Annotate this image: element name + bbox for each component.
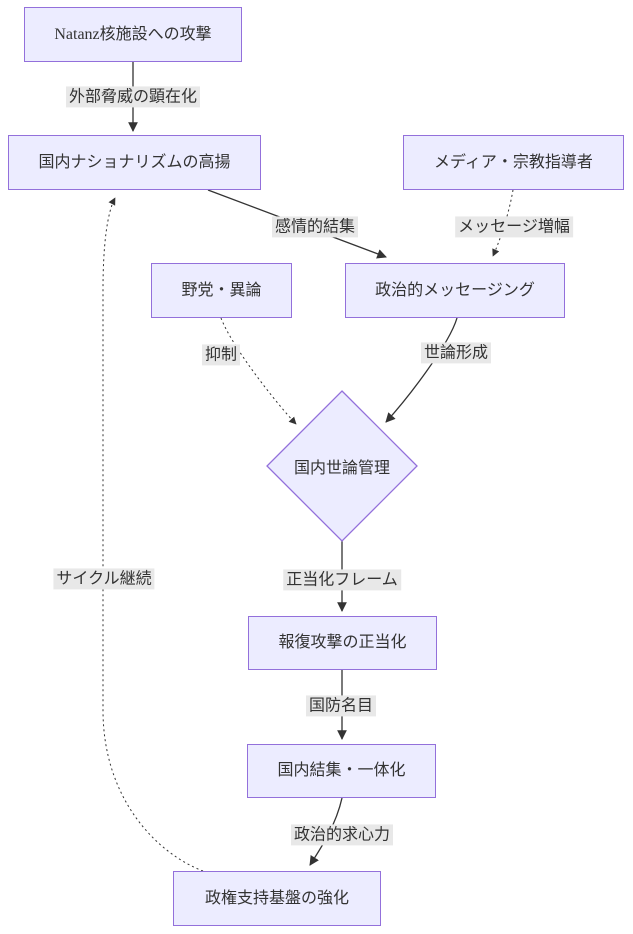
node-opposition-dissent: 野党・異論	[151, 263, 292, 318]
edge-label-suppression: 抑制	[201, 344, 241, 366]
node-domestic-unity: 国内結集・一体化	[247, 744, 436, 798]
node-media-religious-leaders: メディア・宗教指導者	[403, 135, 624, 190]
edge-label-emotional-rally: 感情的結集	[271, 216, 359, 238]
node-nationalism: 国内ナショナリズムの高揚	[8, 135, 261, 190]
edge-label-external-threat: 外部脅威の顕在化	[65, 86, 201, 108]
edge-label-political-pull: 政治的求心力	[290, 824, 394, 846]
edge-label-national-defense: 国防名目	[305, 695, 377, 717]
node-natanz-attack: Natanz核施設への攻撃	[24, 7, 242, 62]
node-opinion-management-shape	[266, 390, 418, 542]
node-retaliation-justification: 報復攻撃の正当化	[248, 616, 437, 670]
node-opinion-management-label: 国内世論管理	[293, 460, 391, 477]
edge-label-justification-frame: 正当化フレーム	[283, 569, 401, 591]
edge-messaging-to-opinion-mgmt	[385, 317, 458, 423]
node-political-messaging: 政治的メッセージング	[345, 263, 565, 318]
edge-label-message-amplify: メッセージ増幅	[455, 216, 573, 238]
node-regime-support-base: 政権支持基盤の強化	[173, 871, 381, 926]
edge-label-opinion-forming: 世論形成	[420, 342, 492, 364]
edge-label-cycle-continue: サイクル継続	[53, 568, 155, 590]
edge-opposition-to-opinion-mgmt	[220, 317, 297, 425]
